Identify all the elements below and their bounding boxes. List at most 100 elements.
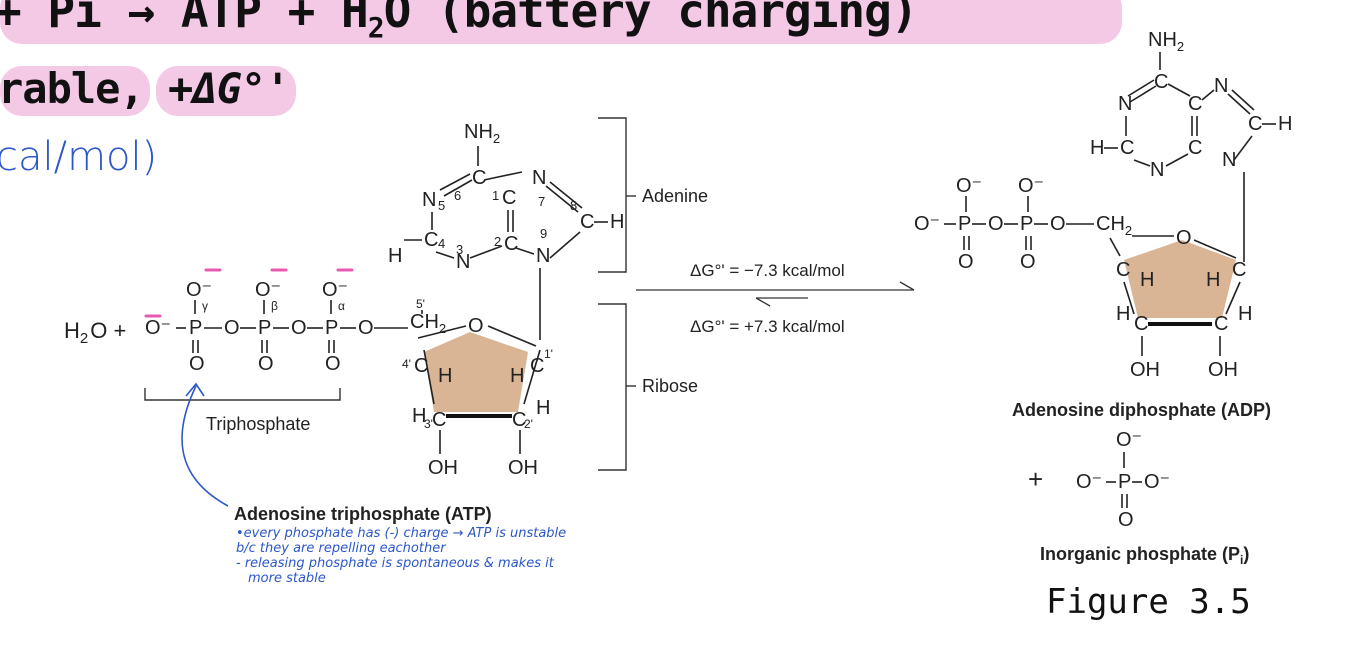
adenine-bracket [598, 117, 627, 273]
svg-text:C: C [1188, 93, 1202, 115]
triphosphate-bracket [144, 388, 341, 401]
svg-text:O: O [1118, 509, 1134, 531]
adenine-label: Adenine [642, 186, 708, 206]
svg-text:C: C [1214, 313, 1228, 335]
svg-text:C: C [472, 167, 486, 189]
svg-text:O: O [291, 317, 307, 339]
svg-text:C: C [512, 409, 526, 431]
atp-caption: Adenosine triphosphate (ATP) [234, 504, 492, 524]
reverse-dg: ΔG°' = +7.3 kcal/mol [690, 317, 845, 336]
note-line-1: •every phosphate has (-) charge → ATP is… [236, 526, 567, 541]
title-line-2-a: rable, [0, 64, 145, 113]
svg-text:N: N [532, 167, 546, 189]
svg-text:2: 2 [494, 234, 501, 249]
svg-text:C: C [1248, 113, 1262, 135]
ribose-label: Ribose [642, 376, 698, 396]
svg-text:O: O [958, 251, 974, 273]
svg-text:1: 1 [492, 188, 499, 203]
svg-text:O⁻: O⁻ [322, 279, 348, 301]
svg-text:O: O [468, 315, 484, 337]
pi-caption: Inorganic phosphate (Pi) [1040, 544, 1249, 567]
title-line-1: + Pi → ATP + H2O (battery charging) [0, 0, 918, 44]
svg-text:4: 4 [438, 236, 445, 251]
svg-text:C: C [580, 211, 594, 233]
svg-text:5: 5 [438, 198, 445, 213]
charge-marks [144, 268, 354, 318]
title-highlight-2 [0, 66, 150, 116]
svg-text:O: O [224, 317, 240, 339]
svg-text:OH: OH [1208, 359, 1238, 381]
svg-text:H: H [388, 245, 402, 267]
svg-text:O: O [1176, 227, 1192, 249]
svg-text:C: C [1120, 137, 1134, 159]
svg-text:P: P [958, 213, 971, 235]
svg-text:C: C [432, 409, 446, 431]
water-label: H2O + [64, 318, 126, 347]
svg-text:α: α [338, 299, 345, 313]
terminal-o-minus: O⁻ [145, 317, 171, 339]
svg-text:H: H [1206, 269, 1220, 291]
svg-text:P: P [1020, 213, 1033, 235]
svg-text:C: C [414, 355, 428, 377]
svg-text:C: C [424, 229, 438, 251]
svg-text:C: C [1134, 313, 1148, 335]
svg-text:O⁻: O⁻ [956, 175, 982, 197]
svg-text:5': 5' [416, 297, 425, 311]
title-line-2: rable, +ΔG°' [0, 64, 290, 113]
svg-text:O⁻: O⁻ [1144, 471, 1170, 493]
forward-dg: ΔG°' = −7.3 kcal/mol [690, 261, 845, 280]
svg-text:P: P [258, 317, 271, 339]
note-line-2: b/c they are repelling eachother [236, 541, 446, 556]
svg-text:O: O [1050, 213, 1066, 235]
adp-adenine: NH2 C N C N C H C H N C N [1090, 29, 1292, 262]
svg-text:C: C [1116, 259, 1130, 281]
svg-text:O⁻: O⁻ [1116, 429, 1142, 451]
svg-text:7: 7 [538, 194, 545, 209]
svg-text:C: C [530, 355, 544, 377]
svg-text:C: C [1154, 71, 1168, 93]
svg-text:O⁻: O⁻ [255, 279, 281, 301]
svg-text:N: N [1118, 93, 1132, 115]
title-highlight-3 [156, 66, 296, 116]
reaction-arrows: ΔG°' = −7.3 kcal/mol ΔG°' = +7.3 kcal/mo… [636, 261, 915, 336]
pi-plus: + [1028, 464, 1043, 494]
title-line-1-text: + Pi → ATP + H [0, 0, 369, 38]
svg-text:1': 1' [544, 347, 553, 361]
svg-text:8: 8 [570, 198, 577, 213]
svg-text:C: C [504, 233, 518, 255]
note-line-3: - releasing phosphate is spontaneous & m… [236, 556, 554, 571]
svg-text:N: N [1214, 75, 1228, 97]
handwritten-arrow [181, 385, 229, 507]
svg-text:3': 3' [424, 417, 433, 431]
svg-text:H: H [1090, 137, 1104, 159]
svg-text:P: P [1118, 471, 1131, 493]
atp-ribose: O CH2 5' 4' C H H C 1' H 3' C C 2' H OH … [402, 297, 553, 479]
svg-text:9: 9 [540, 226, 547, 241]
svg-text:C: C [1188, 137, 1202, 159]
svg-text:H: H [1238, 303, 1252, 325]
svg-text:γ: γ [202, 299, 208, 313]
adp-ribose: O⁻ O⁻ O⁻ P O P O CH2 O O O C H H C H C C… [914, 175, 1252, 381]
atp-adenine: NH2 C N 5 6 1 C N 7 8 C H C 4 H N 3 2 C … [388, 121, 624, 340]
triphosphate-group: O⁻ P O P O P O O⁻ O⁻ O⁻ γ β α O O O [145, 279, 408, 375]
svg-text:NH2: NH2 [464, 121, 500, 146]
svg-text:O: O [358, 317, 374, 339]
svg-text:N: N [422, 189, 436, 211]
svg-text:H: H [1116, 303, 1130, 325]
svg-text:H: H [610, 211, 624, 233]
svg-text:6: 6 [454, 188, 461, 203]
handwritten-notes: •every phosphate has (-) charge → ATP is… [236, 526, 566, 586]
handwritten-units: cal/mol) [0, 134, 158, 180]
svg-text:P: P [189, 317, 202, 339]
ribose-bracket [598, 303, 627, 471]
inorganic-phosphate: O⁻ O⁻ P O⁻ O [1076, 429, 1170, 531]
svg-text:OH: OH [1130, 359, 1160, 381]
svg-text:CH2: CH2 [1096, 213, 1132, 238]
title-highlight-1 [0, 0, 1122, 44]
svg-text:C: C [1232, 259, 1246, 281]
triphosphate-label: Triphosphate [206, 414, 310, 434]
svg-text:N: N [456, 251, 470, 273]
svg-text:H: H [536, 397, 550, 419]
title-line-2-b: +ΔG°' [168, 64, 290, 113]
